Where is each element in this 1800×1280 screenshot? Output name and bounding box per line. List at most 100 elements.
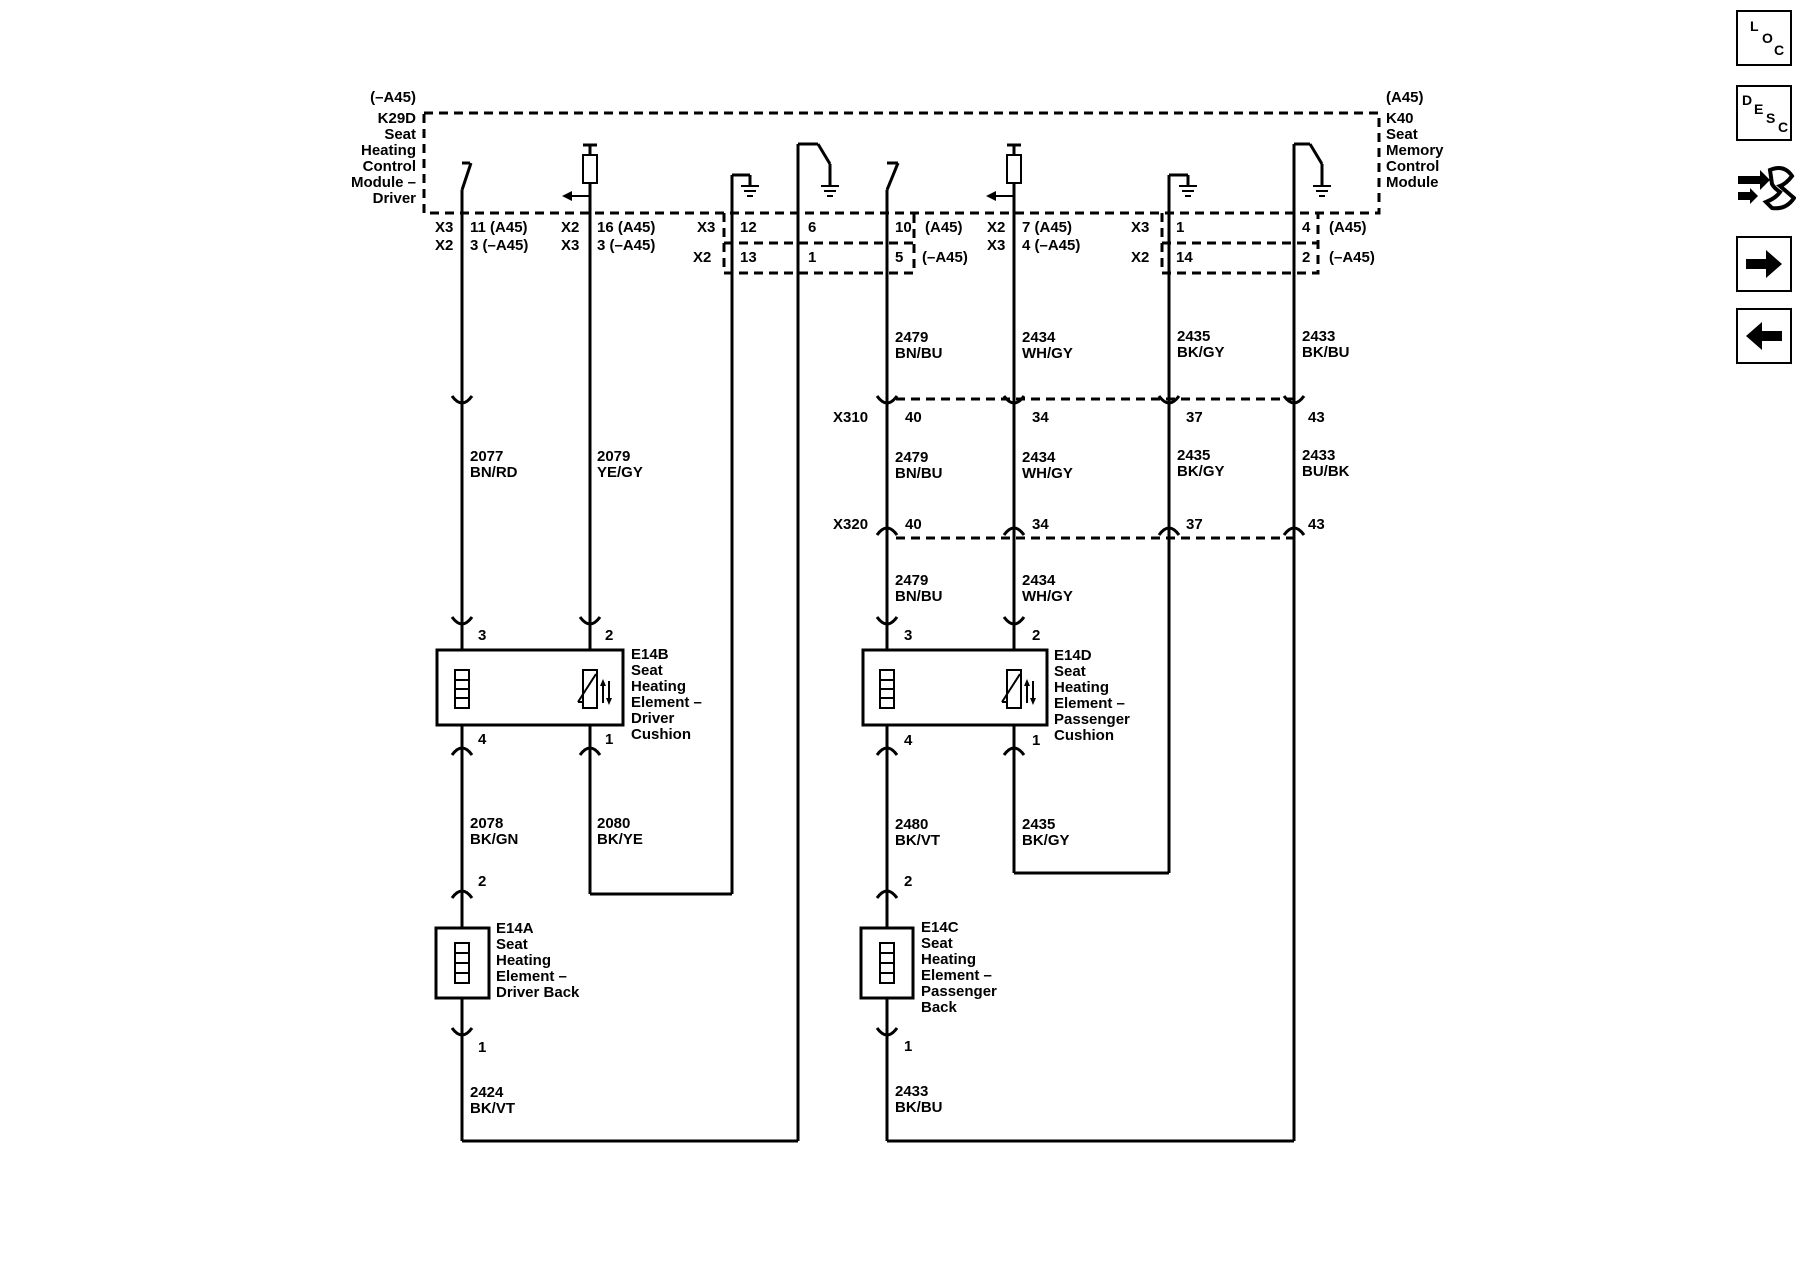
wire-number: 2079 <box>597 448 630 465</box>
connector-split-box <box>722 213 916 275</box>
wire-paths <box>460 142 1296 1143</box>
variant-label: (A45) <box>925 219 963 236</box>
module-line: Heating <box>361 142 416 159</box>
previous-button[interactable] <box>1736 308 1792 364</box>
pin-label: 1 <box>478 1039 486 1056</box>
component-label: Cushion <box>1054 727 1114 744</box>
module-boundary <box>422 111 1381 215</box>
pin-label: 43 <box>1308 409 1325 426</box>
pin-label: 10 <box>895 219 912 236</box>
side-navigation: L O C D E S C <box>1736 10 1797 370</box>
component-label: Seat <box>1054 663 1086 680</box>
thermistor-icon <box>582 669 598 709</box>
pin-label: 34 <box>1032 409 1049 426</box>
wire-number: 2480 <box>895 816 928 833</box>
wire-number: 2433 <box>1302 447 1335 464</box>
module-label-k40: (A45) K40 Seat Memory Control Module <box>1386 89 1444 191</box>
variant-label: (–A45) <box>1329 249 1375 266</box>
module-line: Control <box>1386 158 1439 175</box>
ground-icon <box>732 173 759 197</box>
wire-color: BN/RD <box>470 464 518 481</box>
pin-label: 2 <box>1032 627 1040 644</box>
switch-icon <box>885 161 900 213</box>
pin-label: 2 <box>904 873 912 890</box>
wire-number: 2434 <box>1022 449 1056 466</box>
desc-letter: D <box>1742 92 1753 108</box>
wire-number: 2435 <box>1177 328 1210 345</box>
component-label: Seat <box>631 662 663 679</box>
wire-number: 2479 <box>895 329 928 346</box>
component-e14c: 2 1 E14C Seat Heating Element – Passenge… <box>859 873 997 1055</box>
pin-label: 2 <box>478 873 486 890</box>
wire-color: WH/GY <box>1022 588 1073 605</box>
pin-label: 40 <box>905 409 922 426</box>
pin-label: 1 <box>1176 219 1184 236</box>
wire-color: BK/VT <box>470 1100 515 1117</box>
component-label: E14A <box>496 920 534 937</box>
wire-color: WH/GY <box>1022 345 1073 362</box>
pin-label: 6 <box>808 219 816 236</box>
component-label: Cushion <box>631 726 691 743</box>
pin-label: 1 <box>904 1038 912 1055</box>
wire-color: BK/GN <box>470 831 518 848</box>
next-button[interactable] <box>1736 236 1792 292</box>
pin-label: 4 <box>1302 219 1311 236</box>
wire-color: BN/BU <box>895 465 943 482</box>
component-label: Seat <box>921 935 953 952</box>
connector-label: X2 <box>435 237 453 254</box>
component-e14d: 3 2 4 1 E14D Seat Heating Element – Pass… <box>861 627 1130 749</box>
connector-label: X3 <box>697 219 715 236</box>
pin-label: 43 <box>1308 516 1325 533</box>
module-line: Memory <box>1386 142 1444 159</box>
pin-labels-c3: X3 X2 12 13 <box>693 219 757 266</box>
loc-button[interactable]: L O C <box>1736 10 1792 66</box>
pin-label: 3 (–A45) <box>597 237 655 254</box>
inline-connector-label: X310 <box>833 409 868 426</box>
desc-button[interactable]: D E S C <box>1736 85 1792 141</box>
desc-letter: S <box>1766 110 1776 126</box>
pin-labels-c5: 10 5 (A45) (–A45) <box>895 219 968 266</box>
variant-label: (A45) <box>1329 219 1367 236</box>
ground-icon <box>1169 173 1197 197</box>
wire-number: 2424 <box>470 1084 504 1101</box>
connector-label: X2 <box>1131 249 1149 266</box>
loc-letter: O <box>1762 30 1773 46</box>
pin-label: 14 <box>1176 249 1193 266</box>
wire-number: 2078 <box>470 815 503 832</box>
component-label: Heating <box>921 951 976 968</box>
pin-labels-c6: X2 X3 7 (A45) 4 (–A45) <box>987 219 1080 254</box>
wire-color: BN/BU <box>895 345 943 362</box>
connector-view-button[interactable] <box>1736 158 1797 218</box>
module-line: K29D <box>378 110 417 127</box>
component-label: Element – <box>496 968 567 985</box>
component-label: E14D <box>1054 647 1092 664</box>
component-label: Driver <box>631 710 675 727</box>
connector-icon <box>1738 166 1797 211</box>
desc-letter: C <box>1778 119 1789 135</box>
component-label: Element – <box>1054 695 1125 712</box>
pin-label: 37 <box>1186 516 1203 533</box>
pin-label: 7 (A45) <box>1022 219 1072 236</box>
module-line: Seat <box>384 126 416 143</box>
loc-letter: L <box>1750 18 1759 34</box>
connector-label: X3 <box>987 237 1005 254</box>
pin-label: 12 <box>740 219 757 236</box>
wire-number: 2435 <box>1022 816 1055 833</box>
wire-color: BK/GY <box>1177 344 1225 361</box>
wire-number: 2433 <box>895 1083 928 1100</box>
pin-labels-c1: X3 X2 11 (A45) 3 (–A45) <box>435 219 528 254</box>
pin-label: 3 <box>478 627 486 644</box>
pin-label: 3 <box>904 627 912 644</box>
loc-letter: C <box>1774 42 1785 58</box>
module-variant-k40: (A45) <box>1386 89 1424 106</box>
wire-number: 2479 <box>895 572 928 589</box>
arrow-left-icon <box>1746 322 1782 350</box>
thermistor-icon <box>1006 669 1022 709</box>
wire-number: 2435 <box>1177 447 1210 464</box>
component-label: Passenger <box>921 983 997 1000</box>
connector-label: X2 <box>693 249 711 266</box>
pin-label: 40 <box>905 516 922 533</box>
ground-switch-icon <box>800 142 839 197</box>
module-line: Seat <box>1386 126 1418 143</box>
